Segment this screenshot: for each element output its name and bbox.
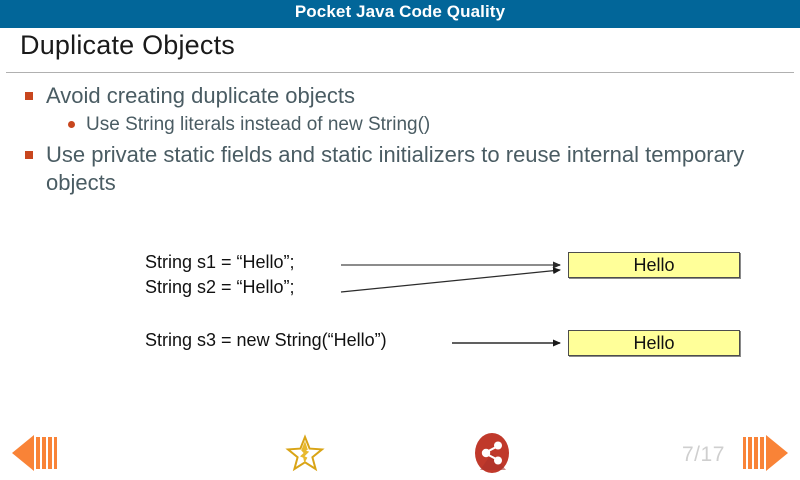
app-title-bar: Pocket Java Code Quality: [0, 0, 800, 28]
code-line-s2: String s2 = “Hello”;: [145, 277, 295, 297]
share-icon: [475, 433, 509, 473]
bullet-item-2-label: Use String literals instead of new Strin…: [86, 114, 431, 135]
square-bullet-icon: [25, 151, 33, 159]
bullet-item-3: Use private static fields and static ini…: [22, 141, 778, 197]
previous-slide-button[interactable]: [8, 432, 60, 474]
code-line-s3: String s3 = new String(“Hello”): [145, 330, 387, 350]
square-bullet-icon: [25, 92, 33, 100]
dot-bullet-icon: [68, 121, 75, 128]
arrow-s2-to-obj1: [340, 267, 561, 293]
page-title: Duplicate Objects: [20, 30, 235, 60]
bullet-item-3-label: Use private static fields and static ini…: [46, 142, 745, 195]
prev-arrow-icon: [12, 435, 57, 471]
title-divider: [6, 72, 794, 73]
star-icon: [285, 434, 325, 472]
object-box-1: Hello: [568, 252, 740, 278]
favorite-button[interactable]: [283, 432, 327, 474]
slide-body: Avoid creating duplicate objects Use Str…: [22, 82, 778, 199]
object-box-2: Hello: [568, 330, 740, 356]
bullet-item-2: Use String literals instead of new Strin…: [22, 112, 778, 138]
page-counter: 7/17: [682, 443, 725, 466]
bullet-item-1-label: Avoid creating duplicate objects: [46, 83, 356, 108]
code-line-s1: String s1 = “Hello”;: [145, 252, 295, 272]
footer-toolbar: [0, 424, 800, 480]
app-title: Pocket Java Code Quality: [294, 2, 506, 21]
next-arrow-icon: [743, 435, 788, 471]
bullet-item-1: Avoid creating duplicate objects: [22, 82, 778, 110]
next-slide-button[interactable]: [740, 432, 792, 474]
share-button[interactable]: [468, 430, 516, 476]
